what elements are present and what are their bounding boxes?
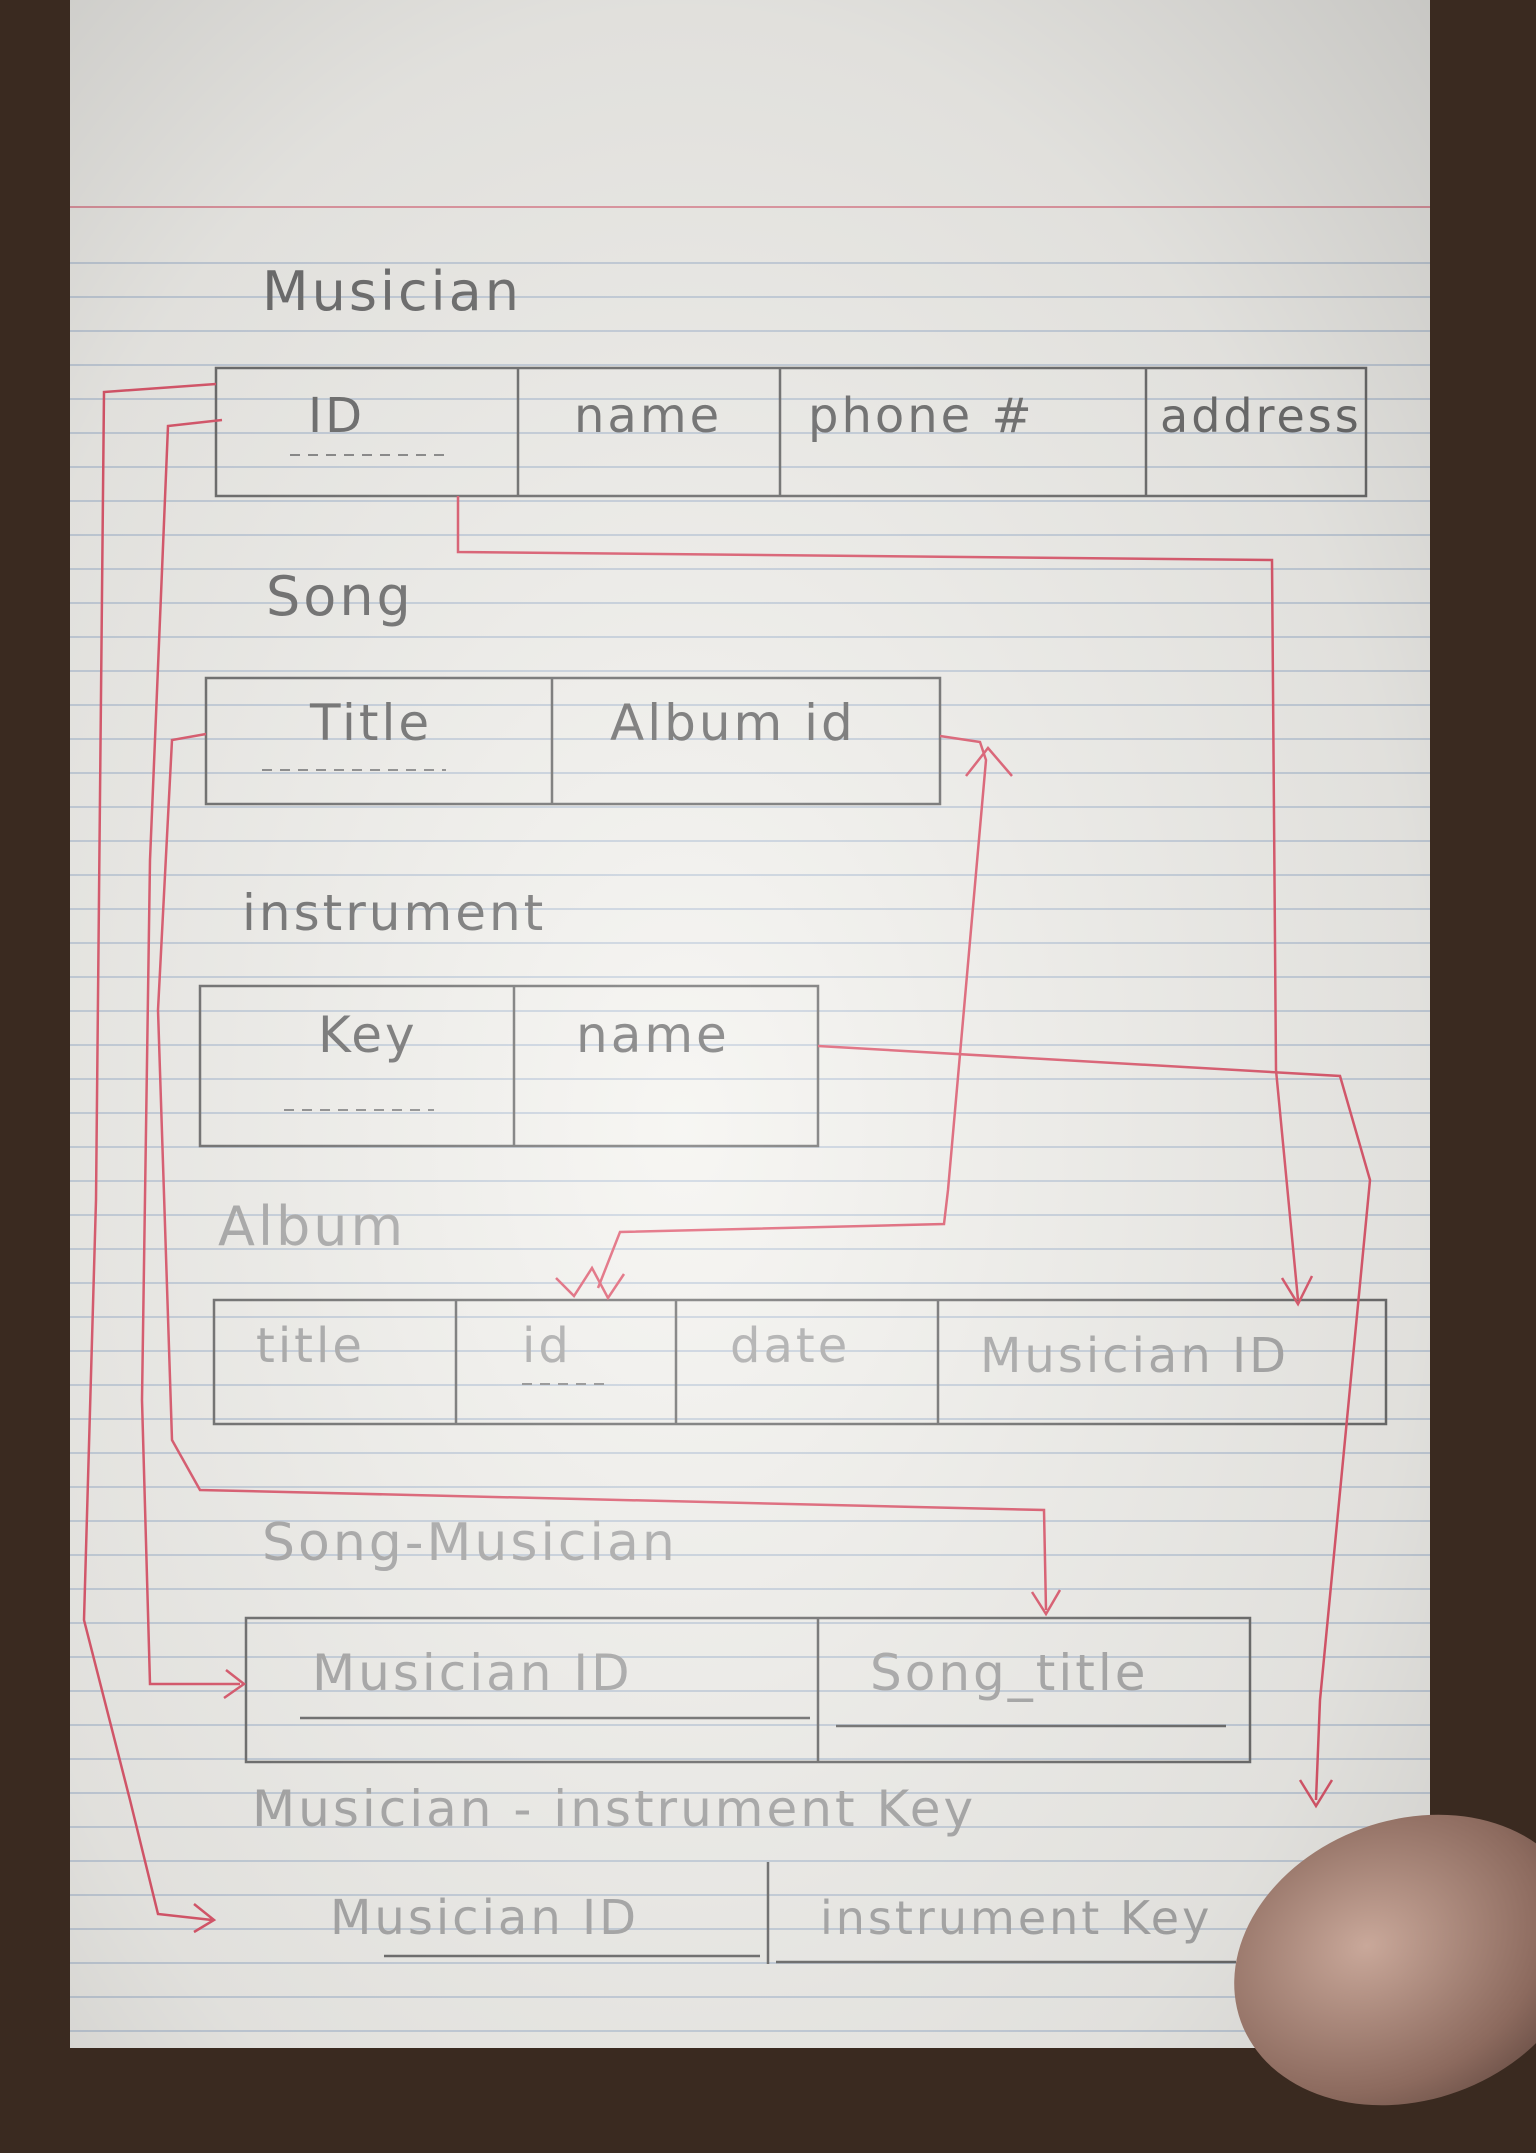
notebook-paper	[70, 0, 1430, 2048]
column-album-musician-id: Musician ID	[980, 1328, 1289, 1384]
column-musician-phone: phone #	[808, 388, 1035, 444]
column-album-title: title	[256, 1318, 365, 1374]
column-song-album-id: Album id	[610, 694, 856, 752]
table-musician-instrument-key: Musician - instrument Key Musician ID in…	[252, 1780, 1236, 1964]
arrow-head	[193, 1903, 217, 1934]
relation-musician-id-to-mik-musician-id	[82, 382, 217, 1922]
table-musician: Musician ID name phone # address	[214, 260, 1368, 498]
table-album: Album title id date Musician ID	[212, 1195, 1388, 1426]
column-musician-address: address	[1160, 389, 1362, 443]
table-song-box	[204, 676, 942, 806]
table-title-musician-instrument-key: Musician - instrument Key	[252, 1780, 976, 1838]
column-instrument-key: Key	[318, 1006, 418, 1064]
column-mik-instrument-key: instrument Key	[820, 1891, 1212, 1945]
table-song: Song Title Album id	[204, 565, 942, 806]
table-title-musician: Musician	[262, 260, 522, 323]
arrow-head	[555, 1265, 626, 1301]
table-musician-box	[214, 366, 1368, 498]
column-musician-name: name	[574, 388, 722, 444]
table-title-song-musician: Song-Musician	[262, 1513, 678, 1573]
column-song-title: Title	[309, 694, 432, 752]
table-title-song: Song	[266, 565, 414, 628]
arrow-head	[965, 746, 1013, 777]
relation-song-title-to-song-musician-title	[156, 732, 1048, 1611]
relation-instrument-name-to-mik-instrument-key	[817, 1044, 1372, 1801]
table-album-box	[212, 1298, 1388, 1426]
table-song-musician: Song-Musician Musician ID Song_title	[244, 1513, 1252, 1764]
arrow-head	[1030, 1589, 1062, 1617]
column-album-id: id	[522, 1318, 572, 1374]
column-album-date: date	[730, 1318, 850, 1374]
table-title-instrument: instrument	[242, 884, 546, 942]
margin-line	[70, 206, 1430, 208]
relation-song-album-id-to-album-id	[596, 734, 988, 1289]
table-title-album: Album	[218, 1195, 406, 1258]
column-song-musician-song-title: Song_title	[870, 1644, 1149, 1702]
table-instrument: instrument Key name	[198, 884, 820, 1148]
column-song-musician-musician-id: Musician ID	[312, 1644, 633, 1702]
column-musician-id: ID	[308, 388, 365, 444]
table-song-musician-box	[244, 1616, 1252, 1764]
relation-musician-id-to-album-musician-id	[456, 496, 1300, 1301]
column-mik-musician-id: Musician ID	[330, 1890, 639, 1946]
er-diagram: Musician ID name phone # address Song Ti…	[82, 260, 1388, 1964]
arrow-head	[223, 1669, 247, 1700]
arrow-head	[1298, 1779, 1334, 1809]
arrow-head	[1280, 1275, 1314, 1307]
column-instrument-name: name	[576, 1006, 730, 1064]
relation-musician-id-to-song-musician-id	[140, 418, 240, 1686]
table-instrument-box	[198, 984, 820, 1148]
